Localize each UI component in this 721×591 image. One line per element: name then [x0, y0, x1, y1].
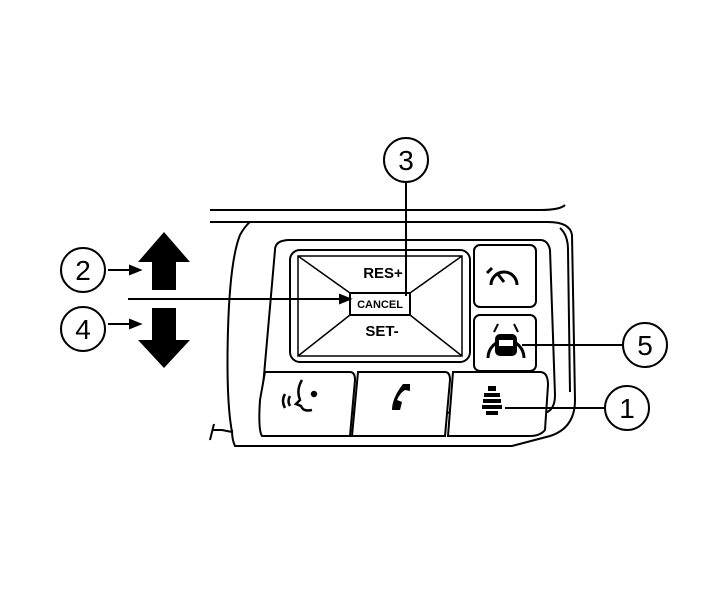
svg-text:3: 3 — [398, 145, 414, 176]
distance-control-icon — [486, 323, 526, 359]
lane-assist-icon — [482, 386, 502, 415]
down-arrow — [138, 308, 190, 368]
voice-recognition-icon — [281, 379, 318, 412]
callout-2: 2 — [60, 247, 106, 293]
callout-5: 5 — [622, 322, 668, 368]
steering-spoke-outline — [209, 204, 577, 447]
cruise-on-button[interactable] — [473, 244, 537, 308]
callout-1: 1 — [604, 385, 650, 431]
leader-lines — [108, 182, 623, 409]
lane-button[interactable] — [446, 371, 550, 437]
svg-text:5: 5 — [637, 330, 653, 361]
speedometer-icon — [485, 266, 519, 286]
callout-4: 4 — [60, 306, 106, 352]
cancel-label: CANCEL — [357, 299, 403, 311]
cancel-button[interactable] — [349, 292, 411, 316]
cruise-toggle-switch[interactable]: RES+ CANCEL SET- — [289, 249, 471, 363]
res-label: RES+ — [363, 265, 403, 282]
svg-text:4: 4 — [75, 314, 91, 345]
voice-button[interactable] — [258, 371, 357, 437]
callout-3: 3 — [383, 137, 429, 183]
set-label: SET- — [365, 323, 398, 340]
up-arrow — [138, 232, 190, 290]
phone-button[interactable] — [350, 371, 452, 437]
svg-text:1: 1 — [619, 393, 635, 424]
svg-text:2: 2 — [75, 255, 91, 286]
distance-button[interactable] — [469, 314, 537, 379]
phone-icon — [392, 384, 410, 410]
